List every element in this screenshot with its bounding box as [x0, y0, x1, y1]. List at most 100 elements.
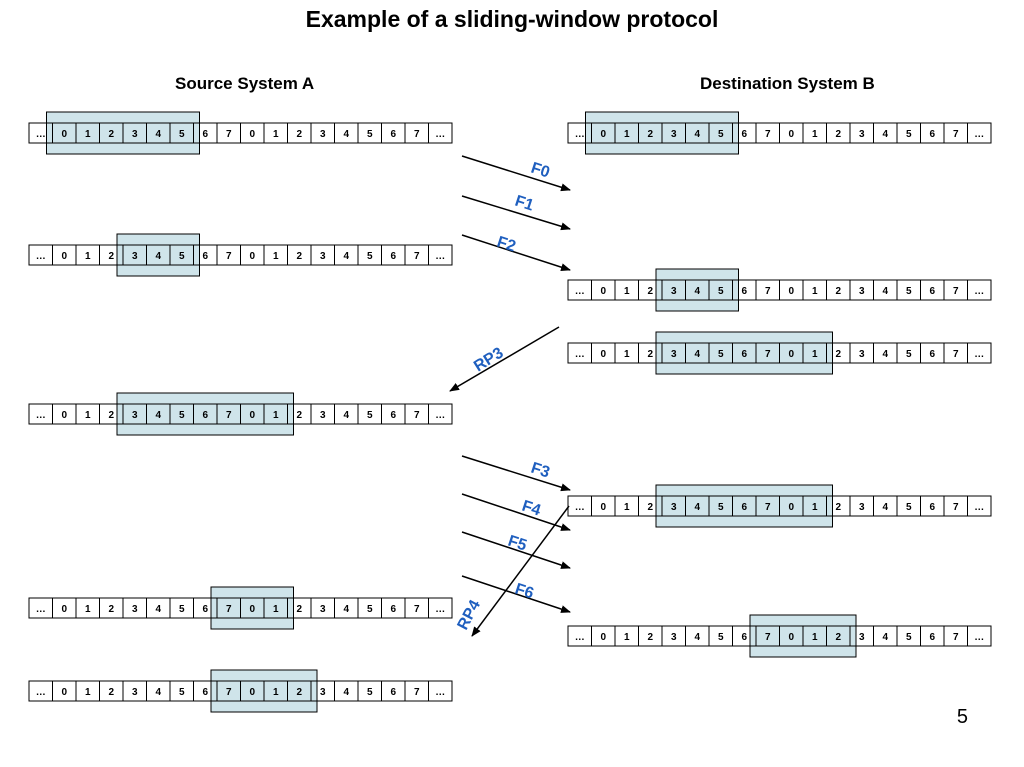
sequence-number: …	[575, 286, 585, 297]
sliding-window-highlight	[655, 268, 739, 312]
arrow-label: F2	[495, 234, 518, 256]
sequence-cell	[967, 625, 992, 647]
sequence-number: 4	[694, 129, 700, 140]
frame-arrow-f5: F5	[461, 531, 571, 569]
sequence-number: 7	[226, 129, 232, 140]
sequence-cell	[967, 495, 992, 517]
sequence-cell	[967, 122, 992, 144]
sequence-cell	[428, 597, 453, 619]
sequence-number: 6	[390, 410, 396, 421]
sequence-number: 6	[741, 286, 747, 297]
frame-arrow-rp4: RP4	[455, 505, 570, 637]
sequence-number: 1	[624, 129, 630, 140]
sequence-number: 3	[320, 129, 326, 140]
sequence-number: 1	[812, 502, 818, 513]
sequence-number: 5	[179, 410, 185, 421]
sequence-number: 0	[788, 129, 794, 140]
sequence-number: 7	[765, 502, 771, 513]
arrow-line	[461, 234, 571, 272]
sequence-number: 0	[61, 129, 67, 140]
sequence-number: 1	[812, 129, 818, 140]
sequence-number: 0	[600, 286, 606, 297]
arrow-line	[461, 531, 571, 569]
sequence-number: 3	[859, 632, 865, 643]
sequence-number: …	[36, 687, 46, 698]
sequence-number: …	[435, 129, 445, 140]
sequence-number: 6	[202, 251, 208, 262]
sequence-number: 6	[741, 502, 747, 513]
sequence-number: 6	[929, 286, 935, 297]
sequence-number: 0	[600, 129, 606, 140]
arrow-label: F4	[520, 498, 543, 520]
sequence-number: 2	[296, 687, 302, 698]
sequence-number: …	[974, 502, 984, 513]
sequence-number: 7	[226, 251, 232, 262]
sequence-number: …	[36, 604, 46, 615]
sequence-number: 4	[155, 251, 161, 262]
sequence-number: 0	[788, 502, 794, 513]
sequence-number: 6	[741, 632, 747, 643]
sequence-number: 2	[647, 286, 653, 297]
sequence-cell	[967, 279, 992, 301]
sequence-number: 1	[85, 604, 91, 615]
sequence-number: …	[36, 410, 46, 421]
source-heading: Source System A	[175, 74, 315, 93]
arrow-label: F0	[529, 160, 552, 182]
sequence-number: 7	[414, 604, 420, 615]
sequence-number: 2	[296, 251, 302, 262]
sequence-number: …	[974, 349, 984, 360]
sequence-number: 2	[108, 410, 114, 421]
sequence-number: 1	[624, 349, 630, 360]
sequence-number: 3	[859, 129, 865, 140]
sequence-number: 5	[367, 604, 373, 615]
sequence-number: 1	[85, 251, 91, 262]
sequence-number: 7	[953, 632, 959, 643]
sequence-number: 7	[414, 129, 420, 140]
frame-arrow-f1: F1	[461, 193, 571, 231]
sequence-number: 2	[108, 604, 114, 615]
arrow-line	[461, 575, 571, 613]
sequence-number: 6	[390, 604, 396, 615]
sequence-number: 6	[202, 604, 208, 615]
sequence-number: 7	[414, 410, 420, 421]
sequence-number: 6	[929, 632, 935, 643]
sequence-number: 5	[906, 129, 912, 140]
sequence-number: 5	[367, 687, 373, 698]
sequence-number: 0	[249, 251, 255, 262]
sequence-number: 4	[343, 129, 349, 140]
sequence-cell	[967, 342, 992, 364]
sequence-number: 3	[671, 349, 677, 360]
sequence-number: 3	[132, 129, 138, 140]
sequence-number: 4	[343, 604, 349, 615]
sequence-number: 4	[694, 502, 700, 513]
sequence-number: 5	[367, 251, 373, 262]
sliding-window-highlight	[210, 586, 294, 630]
sequence-number: 0	[249, 129, 255, 140]
sequence-number: 1	[273, 687, 279, 698]
frame-arrow-f3: F3	[461, 455, 571, 492]
sequence-number: 5	[179, 251, 185, 262]
sequence-number: …	[974, 632, 984, 643]
sequence-number: 1	[273, 129, 279, 140]
sequence-number: 0	[61, 687, 67, 698]
sequence-number: 5	[906, 286, 912, 297]
sequence-number: …	[974, 286, 984, 297]
sequence-number: 0	[788, 349, 794, 360]
sequence-number: 5	[906, 502, 912, 513]
sequence-number: 5	[906, 349, 912, 360]
sequence-number: 4	[882, 286, 888, 297]
sequence-number: 4	[155, 687, 161, 698]
sequence-number: 6	[390, 129, 396, 140]
sequence-number: 1	[624, 632, 630, 643]
sequence-number: 0	[249, 604, 255, 615]
sequence-number: 5	[179, 687, 185, 698]
sequence-number: 5	[718, 349, 724, 360]
sequence-number: 4	[343, 687, 349, 698]
sequence-number: 5	[179, 129, 185, 140]
